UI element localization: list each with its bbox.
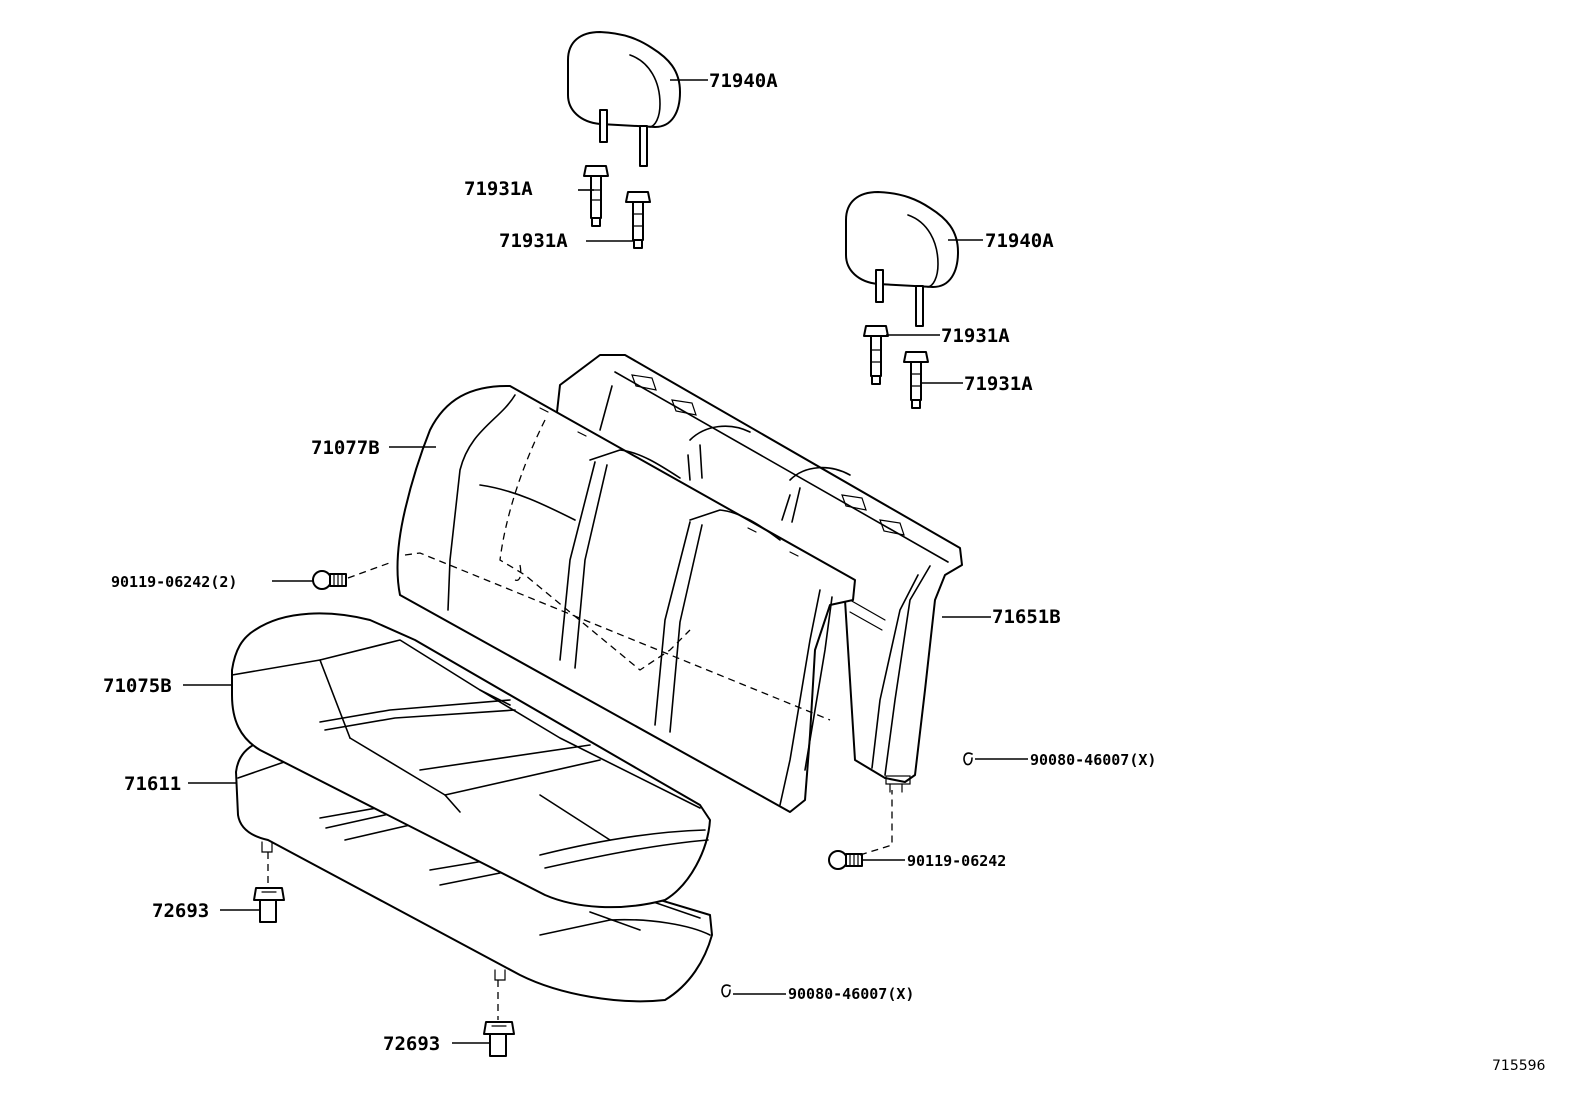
seat-cushion-cover[interactable] bbox=[231, 612, 711, 909]
label-clip-1: 72693 bbox=[152, 900, 209, 922]
bolt-back-left[interactable] bbox=[312, 561, 393, 590]
support-lower-a[interactable] bbox=[863, 325, 889, 385]
label-support-1a: 71931A bbox=[464, 178, 533, 200]
label-support-1b: 71931A bbox=[499, 230, 568, 252]
label-cushion-cover: 71075B bbox=[103, 675, 172, 697]
leader-lines bbox=[183, 79, 1028, 1044]
label-bolt-back-right: 90119-06242 bbox=[907, 852, 1006, 870]
label-back-cover: 71077B bbox=[311, 437, 380, 459]
label-headrest-1: 71940A bbox=[709, 70, 778, 92]
hook-back[interactable] bbox=[963, 752, 973, 766]
label-support-2b: 71931A bbox=[964, 373, 1033, 395]
label-back-frame: 71651B bbox=[992, 606, 1061, 628]
label-cushion-pad: 71611 bbox=[124, 773, 181, 795]
figure-id: 715596 bbox=[1492, 1058, 1546, 1074]
support-upper-a[interactable] bbox=[583, 165, 609, 227]
support-upper-b[interactable] bbox=[625, 191, 651, 249]
headrest-lower[interactable] bbox=[845, 191, 959, 327]
clip-1[interactable] bbox=[253, 852, 285, 923]
label-hook-back: 90080-46007(X) bbox=[1030, 751, 1156, 769]
label-headrest-2: 71940A bbox=[985, 230, 1054, 252]
hook-cushion[interactable] bbox=[721, 984, 731, 998]
clip-2[interactable] bbox=[483, 980, 515, 1057]
label-clip-2: 72693 bbox=[383, 1033, 440, 1055]
label-support-2a: 71931A bbox=[941, 325, 1010, 347]
seat-back-frame[interactable] bbox=[554, 354, 963, 793]
seat-back-cover[interactable] bbox=[396, 384, 856, 813]
label-hook-cushion: 90080-46007(X) bbox=[788, 985, 914, 1003]
support-lower-b[interactable] bbox=[903, 351, 929, 409]
headrest-upper[interactable] bbox=[567, 31, 681, 167]
label-bolt-back-left: 90119-06242(2) bbox=[111, 573, 237, 591]
bolt-back-right[interactable] bbox=[828, 790, 893, 870]
